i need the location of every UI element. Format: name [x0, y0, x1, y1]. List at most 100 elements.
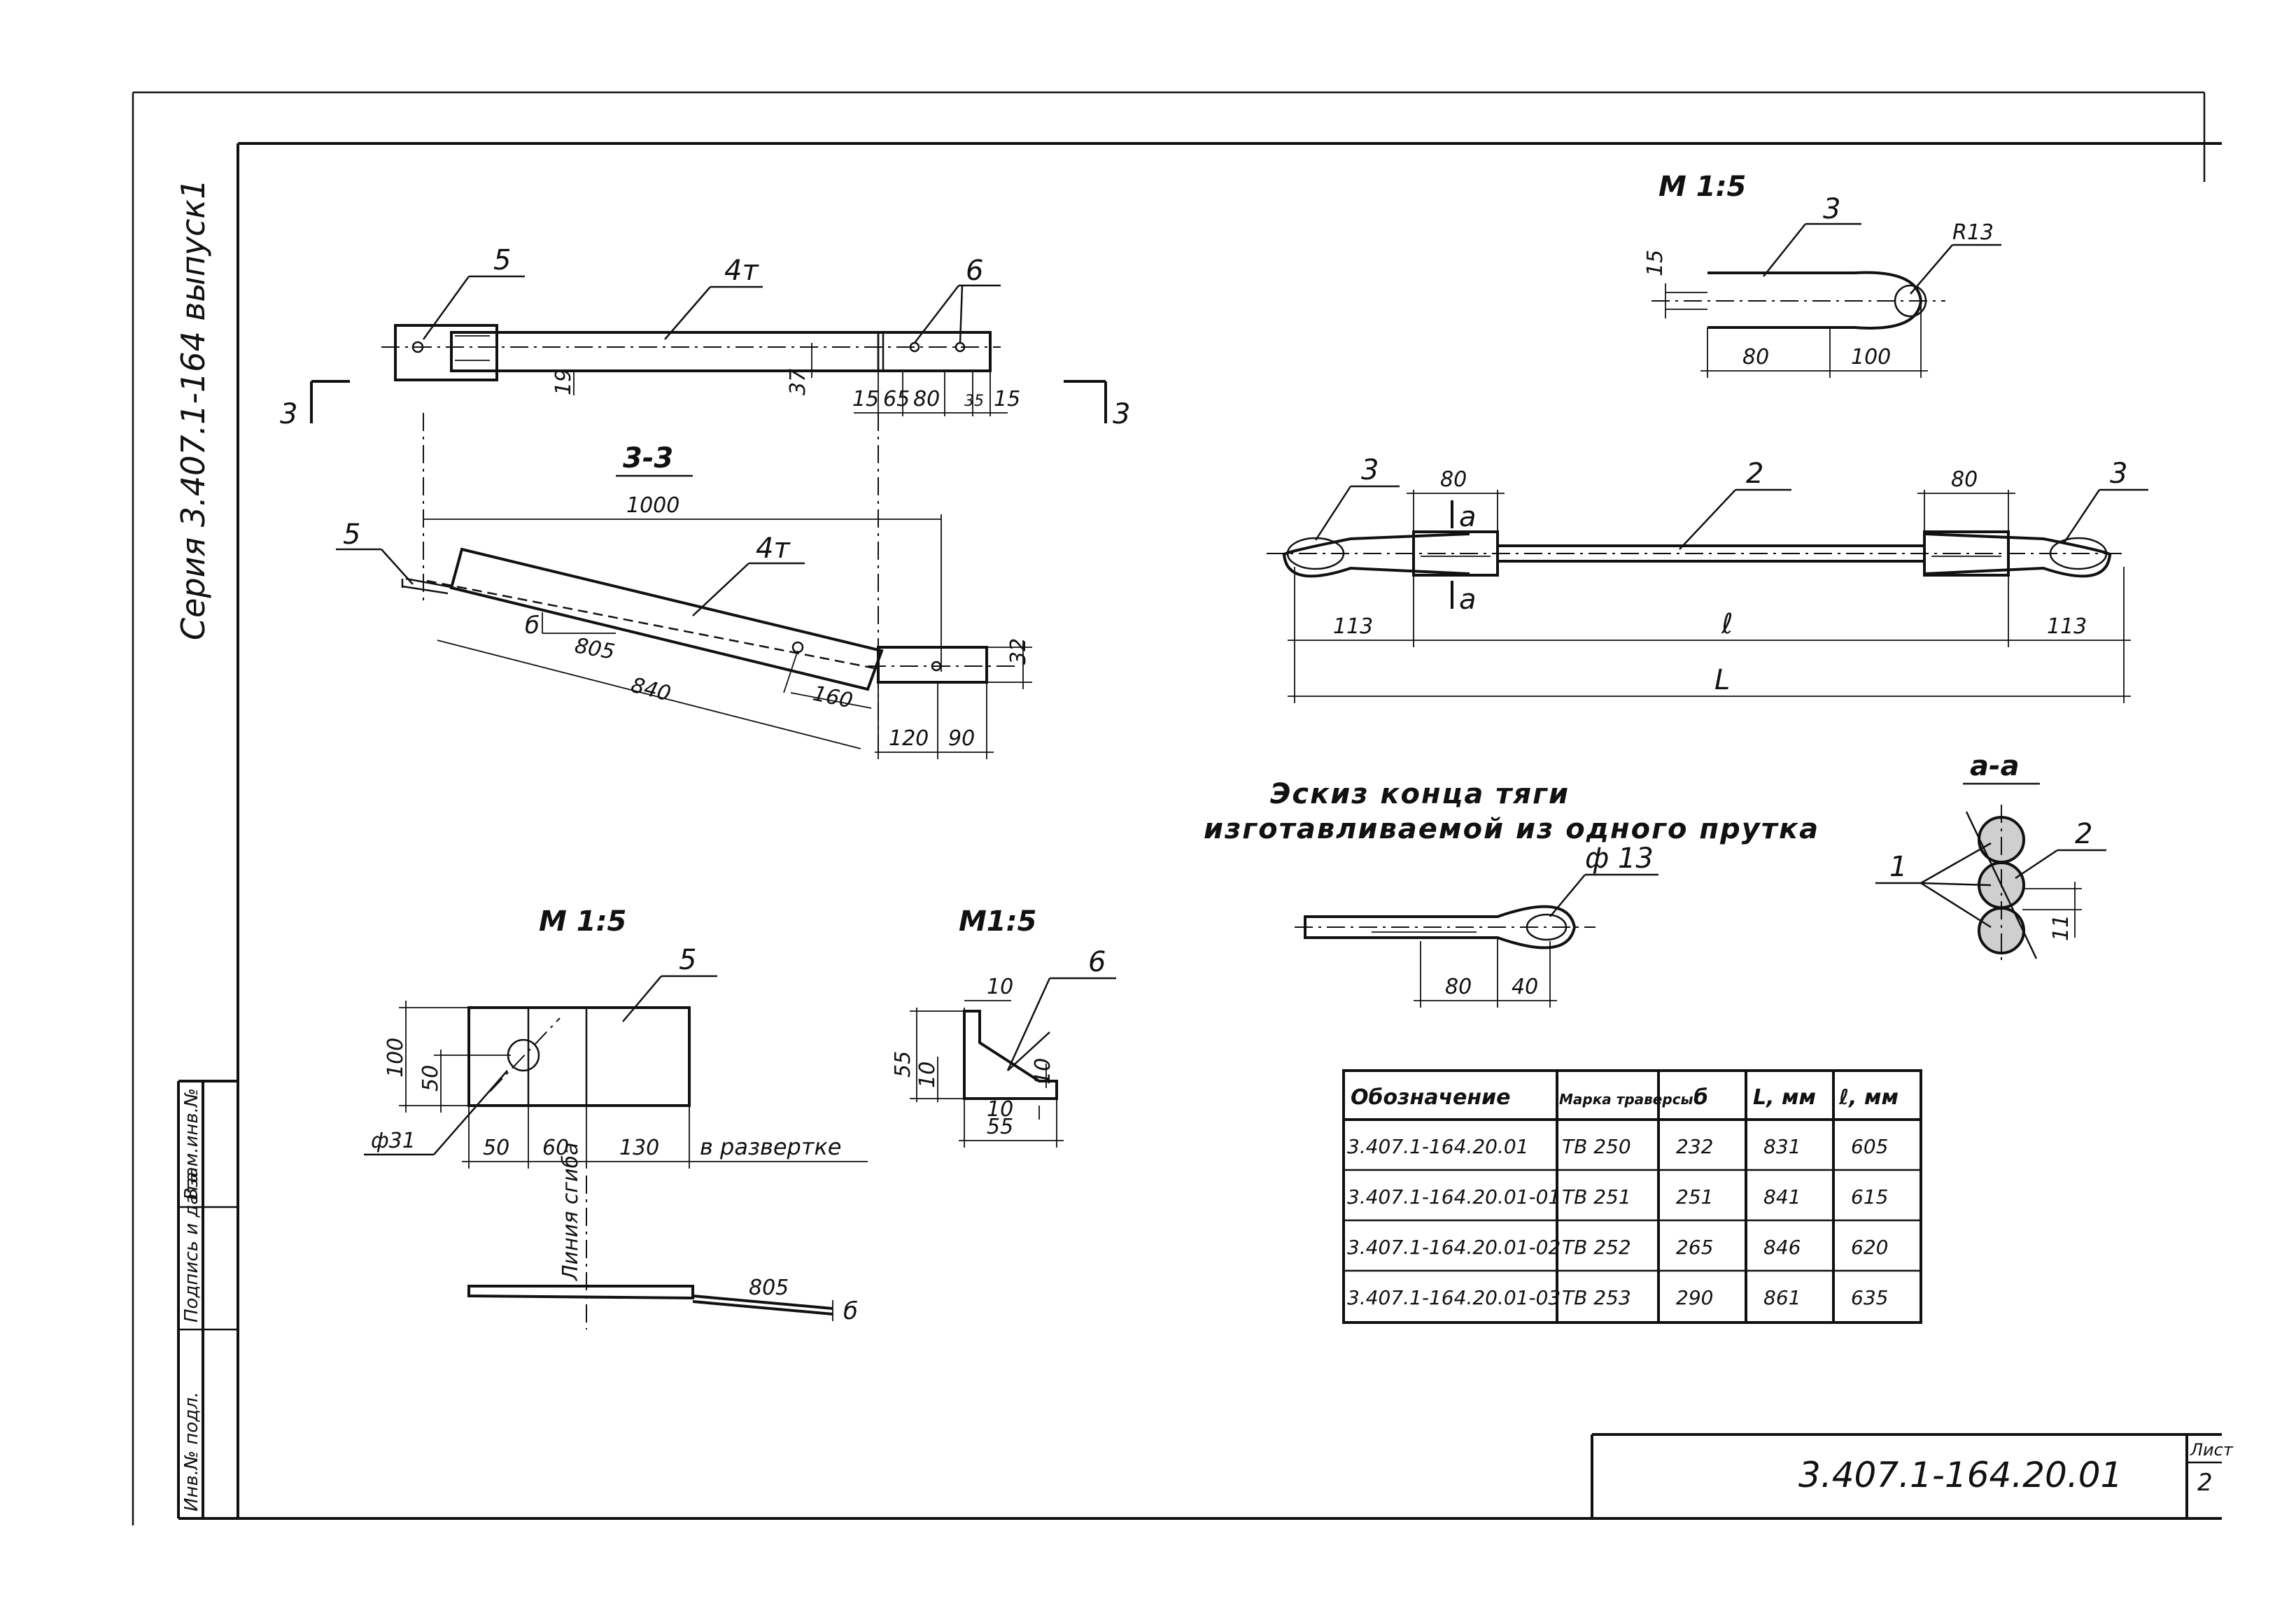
- rod-label-3-left: 3: [1361, 454, 1379, 486]
- sketch-dim-40: 40: [1512, 975, 1538, 999]
- table-row3-L: 846: [1763, 1236, 1801, 1259]
- a-a-label-2: 2: [2075, 818, 2092, 850]
- plan-dim-19: 19: [551, 369, 576, 395]
- stamp-inv-field: Инв.№ подл.: [181, 1392, 202, 1511]
- sheet-label: Лист: [2190, 1440, 2234, 1460]
- s33-dim-1000: 1000: [626, 493, 679, 518]
- rod-dim-113-right: 113: [2047, 614, 2087, 639]
- rod-dim-113-left: 113: [1333, 614, 1373, 639]
- plan-dim-15b: 15: [994, 387, 1020, 411]
- s33-label-5: 5: [343, 519, 360, 551]
- plan-dim-65: 65: [883, 387, 910, 411]
- section-mark-left: 3: [280, 398, 297, 430]
- table-row4-code: 3.407.1-164.20.01-03: [1347, 1286, 1561, 1309]
- section-mark-right: 3: [1113, 398, 1130, 430]
- gusset6-label: 6: [1088, 946, 1106, 978]
- s33-dim-805: 805: [573, 633, 617, 664]
- rod-dim-l-small: ℓ: [1721, 608, 1733, 640]
- s33-label-4t: 4т: [756, 533, 791, 565]
- rod-dim-l-total: L: [1714, 664, 1730, 696]
- series-label: Серия 3.407.1-164 выпуск1: [174, 179, 212, 640]
- side-stamp: Инв.№ подл. Подпись и дата Взам.инв.№ Се…: [174, 179, 238, 1518]
- plan-label-6: 6: [966, 255, 983, 287]
- plate5-unfolded-note: в развертке: [700, 1134, 841, 1160]
- plate5-dim-50: 50: [418, 1065, 443, 1092]
- plate5-dim-100: 100: [383, 1038, 408, 1078]
- stamp-sign-field: Подпись и дата: [181, 1172, 202, 1323]
- plate5-dim-50b: 50: [483, 1136, 509, 1160]
- title-block: 3.407.1-164.20.01 Лист 2: [1591, 1433, 2234, 1518]
- rod-dim-80-right: 80: [1951, 467, 1978, 492]
- table-header-b: б: [1693, 1085, 1708, 1110]
- rod-label-3-right: 3: [2110, 458, 2127, 490]
- table-row3-b: 265: [1676, 1236, 1713, 1259]
- s33-dim-90: 90: [948, 726, 975, 751]
- sketch-dim-80: 80: [1445, 975, 1472, 999]
- section-a-a: a-a 1 2 11: [1875, 750, 2106, 966]
- plan-view: 5 4т 6 3 3 19 37 15 65 80 35 15: [280, 244, 1130, 752]
- gusset6-dim-10-right: 10: [1031, 1058, 1055, 1085]
- s33-label-b: б: [525, 612, 540, 640]
- plan-dim-15a: 15: [852, 387, 879, 411]
- gusset6-dim-10-left: 10: [915, 1062, 940, 1088]
- plate5-bend-line: Линия сгиба: [558, 1143, 583, 1281]
- table-header-traverse: Марка траверсы: [1559, 1091, 1693, 1108]
- s33-dim-32: 32: [1006, 638, 1031, 665]
- rod-end-dim-15: 15: [1643, 250, 1668, 276]
- plan-label-5: 5: [493, 244, 511, 276]
- plan-dim-80: 80: [913, 387, 940, 411]
- s33-dim-840: 840: [628, 673, 673, 707]
- table-row1-code: 3.407.1-164.20.01: [1347, 1135, 1528, 1158]
- plate5-scale: М 1:5: [539, 905, 626, 938]
- gusset6-dim-55-bottom: 55: [987, 1115, 1013, 1139]
- plate5-dim-60: 60: [542, 1136, 569, 1160]
- sketch-dim-phi13: ф 13: [1585, 842, 1654, 875]
- rod-end-dim-100: 100: [1851, 345, 1891, 369]
- stamp-replace-field: Взам.инв.№: [181, 1088, 202, 1200]
- sheet-number: 2: [2197, 1469, 2213, 1497]
- plan-label-4t: 4т: [724, 255, 759, 287]
- sheet-frame: [132, 91, 2222, 1525]
- section-a-a-title: a-a: [1970, 750, 2020, 782]
- plan-dim-37: 37: [786, 369, 810, 395]
- sketch-title-line1: Эскиз конца тяги: [1270, 778, 1570, 810]
- plate-5-detail: М 1:5 5 100 50 ф31 50 60 130 в развертке…: [364, 905, 868, 1330]
- rod-assembly: a a 80 80 3 2 3 113 ℓ 113 L: [1267, 454, 2148, 703]
- plate5-dim-phi31: ф31: [371, 1129, 416, 1153]
- table-row3-mark: ТВ 252: [1562, 1236, 1631, 1259]
- plate5-label-b: б: [843, 1297, 858, 1325]
- plate5-dim-130: 130: [619, 1136, 659, 1160]
- plan-dim-35: 35: [964, 393, 984, 410]
- table-row3-l: 620: [1851, 1236, 1888, 1259]
- table-row2-code: 3.407.1-164.20.01-01: [1347, 1185, 1561, 1208]
- single-bar-sketch: Эскиз конца тяги изготавливаемой из одно…: [1204, 778, 1819, 1008]
- table-row2-mark: ТВ 251: [1562, 1185, 1631, 1208]
- rod-cut-a-top: a: [1459, 501, 1477, 533]
- table-row1-b: 232: [1676, 1135, 1713, 1158]
- plate5-label: 5: [679, 944, 696, 976]
- rod-end-label-3: 3: [1823, 193, 1840, 225]
- variants-table: Обозначение Марка траверсы б L, мм ℓ, мм…: [1342, 1069, 1922, 1324]
- s33-dim-120: 120: [889, 726, 929, 751]
- table-row1-l: 605: [1851, 1135, 1888, 1158]
- table-header-designation: Обозначение: [1351, 1085, 1511, 1110]
- table-row2-b: 251: [1676, 1185, 1713, 1208]
- s33-dim-160: 160: [810, 682, 854, 714]
- table-row1-mark: ТВ 250: [1562, 1135, 1631, 1158]
- table-row4-b: 290: [1676, 1286, 1713, 1309]
- doc-code: 3.407.1-164.20.01: [1798, 1455, 2122, 1495]
- gusset6-dim-10-bottom: 10: [987, 1097, 1013, 1122]
- rod-dim-80-left: 80: [1440, 467, 1467, 492]
- table-row4-l: 635: [1851, 1286, 1888, 1309]
- sketch-title-line2: изготавливаемой из одного прутка: [1204, 813, 1819, 845]
- rod-label-2: 2: [1746, 458, 1763, 490]
- table-row2-L: 841: [1763, 1185, 1801, 1208]
- table-header-l: L, мм: [1753, 1085, 1816, 1110]
- a-a-dim-11: 11: [2049, 915, 2073, 941]
- section-3-3-title: 3-3: [623, 442, 673, 474]
- table-row3-code: 3.407.1-164.20.01-02: [1347, 1236, 1561, 1259]
- table-row1-L: 831: [1763, 1135, 1801, 1158]
- rod-cut-a-bottom: a: [1459, 584, 1477, 616]
- rod-end-dim-80: 80: [1742, 345, 1769, 369]
